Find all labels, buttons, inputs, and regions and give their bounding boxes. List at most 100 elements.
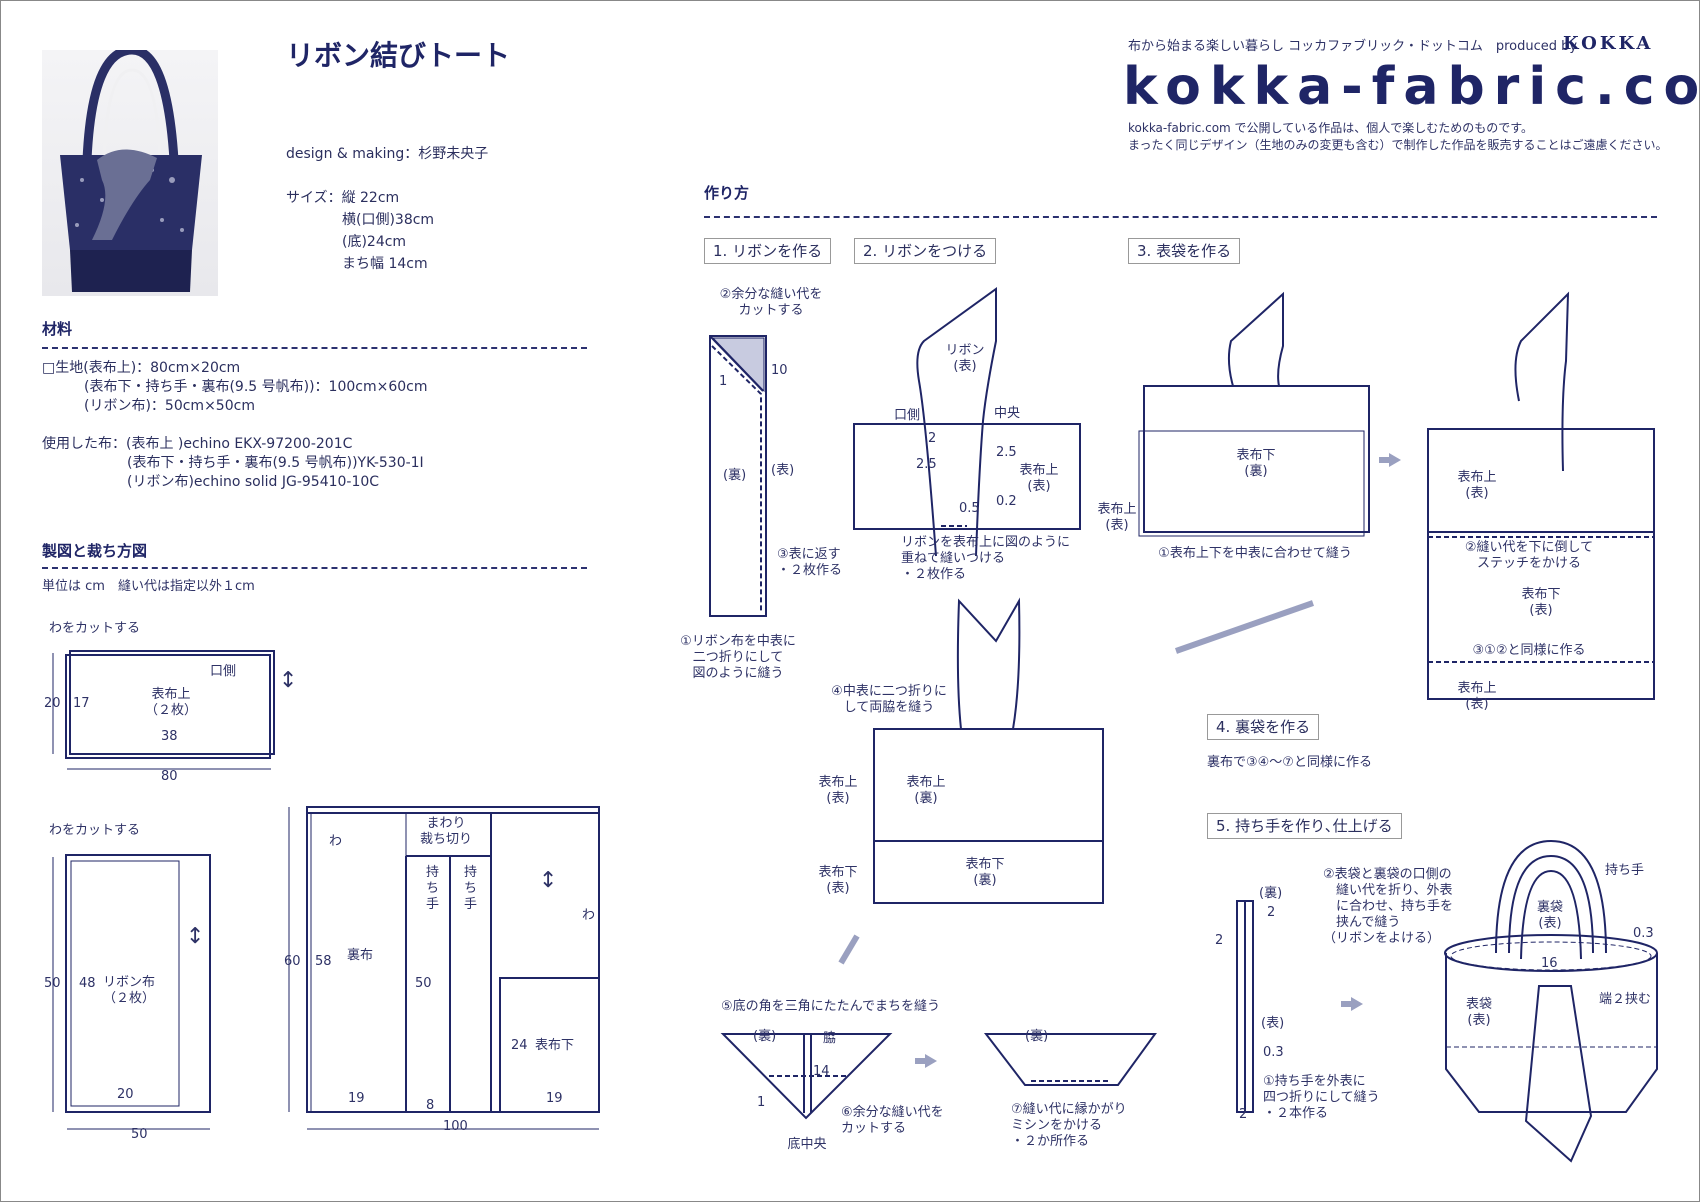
label: (表) — [771, 463, 795, 478]
label: 端２挟む — [1599, 992, 1652, 1007]
fabric-used: (リボン布)echino solid JG-95410-10C — [127, 474, 380, 490]
label: 表布上 (表) — [1457, 681, 1497, 712]
label: 表袋 (表) — [1465, 997, 1493, 1028]
site-logo: kokka-fabric.com — [1123, 57, 1699, 117]
label: 持 ち 手 — [464, 865, 478, 912]
notice: まったく同じデザイン（生地のみの変更も含む）で制作した作品を販売することはご遠慮… — [1128, 138, 1668, 152]
label: リボンを表布上に図のように 重ねて縫いつける ・２枚作る — [901, 535, 1071, 582]
label: 表布上 (表) — [1097, 502, 1137, 533]
bag-photo — [42, 45, 218, 296]
materials-heading: 材料 — [42, 320, 73, 338]
label: 表布上 （２枚） — [144, 687, 198, 718]
dimension: 8 — [426, 1098, 435, 1113]
size-width: 横(口側)38cm — [342, 212, 435, 228]
label: わ — [582, 908, 596, 923]
step-3-label: 3. 表袋を作る — [1128, 238, 1241, 264]
unit-note: 単位は cm 縫い代は指定以外１cm — [42, 579, 255, 594]
divider — [704, 216, 1657, 218]
notice: kokka-fabric.com で公開している作品は、個人で楽しむためのもので… — [1128, 121, 1533, 135]
dimension: 24 — [511, 1038, 528, 1053]
dimension: 20 — [117, 1087, 134, 1102]
label: (裏) — [1025, 1029, 1049, 1044]
label: 表布下 — [535, 1038, 575, 1053]
label: 表布下 (表) — [818, 865, 858, 896]
dimension: 1 — [757, 1095, 766, 1110]
fabric-used: 使用した布：(表布上 )echino EKX-97200-201C — [42, 436, 353, 452]
dimension: 14 — [813, 1064, 830, 1079]
label: ②表袋と裏袋の口側の 縫い代を折り、外表 に合わせ、持ち手を 挟んで縫う （リボ… — [1323, 867, 1454, 946]
label: 裏袋 (表) — [1536, 900, 1564, 931]
designer: design & making：杉野未央子 — [286, 146, 489, 162]
divider — [42, 347, 587, 349]
dimension: 10 — [771, 363, 788, 378]
dimension: 48 — [79, 976, 96, 991]
dimension: 19 — [546, 1091, 563, 1106]
fabric-used: (表布下・持ち手・裏布(9.5 号帆布))YK-530-1I — [127, 455, 424, 471]
page-title: リボン結びトート — [286, 39, 511, 72]
label: ⑥余分な縫い代を カットする — [841, 1105, 944, 1136]
grain-arrow-icon: ↕ — [539, 868, 558, 893]
tagline: 布から始まる楽しい暮らし コッカファブリック・ドットコム produced by — [1128, 39, 1578, 54]
label: 持 ち 手 — [426, 865, 440, 912]
label: ③①②と同様に作る — [1472, 643, 1586, 658]
label: リボン布 （２枚） — [102, 975, 156, 1006]
label: 表布下 (裏) — [1236, 448, 1276, 479]
label: ⑤底の角を三角にたたんでまちを縫う — [721, 999, 941, 1014]
dimension: 50 — [415, 976, 432, 991]
label: 脇 — [823, 1031, 837, 1046]
label: 底中央 — [787, 1137, 827, 1152]
grain-arrow-icon: ↕ — [279, 668, 298, 693]
howto-heading: 作り方 — [704, 184, 750, 202]
label: (表) — [1261, 1016, 1285, 1031]
dimension: 17 — [73, 696, 90, 711]
dimension: 20 — [44, 696, 61, 711]
dimension: 2 — [928, 431, 937, 446]
label: (裏) — [1259, 886, 1283, 901]
step-1-label: 1. リボンを作る — [704, 238, 832, 264]
dimension: 0.3 — [1633, 926, 1654, 941]
step-2-label: 2. リボンをつける — [854, 238, 997, 264]
step-4-note: 裏布で③④～⑦と同様に作る — [1207, 755, 1372, 770]
dimension: 0.3 — [1263, 1045, 1284, 1060]
dimension: 2.5 — [916, 457, 937, 472]
dimension: 1 — [719, 374, 728, 389]
label: わをカットする — [49, 621, 141, 636]
divider — [42, 567, 587, 569]
label: 表布上 (裏) — [906, 775, 946, 806]
label: ③表に返す ・２枚作る — [777, 547, 843, 578]
dimension: 80 — [161, 769, 178, 784]
label: わ — [329, 834, 343, 849]
material-line: □生地(表布上)：80cm×20cm — [42, 360, 241, 376]
kokka-brand: KOKKA — [1563, 33, 1654, 54]
pattern-heading: 製図と裁ち方図 — [42, 542, 148, 560]
dimension: 2 — [1267, 905, 1276, 920]
label: 口側 — [210, 664, 237, 679]
dimension: 2 — [1215, 933, 1224, 948]
label: 表布下 (表) — [1521, 587, 1561, 618]
label: 表布上 (表) — [1019, 463, 1059, 494]
label: 表布上 (表) — [1457, 470, 1497, 501]
label: 表布下 (裏) — [965, 857, 1005, 888]
label: 中央 — [994, 406, 1021, 421]
material-line: (表布下・持ち手・裏布(9.5 号帆布))：100cm×60cm — [84, 379, 428, 395]
label: (裏) — [753, 1029, 777, 1044]
size-bottom: (底)24cm — [342, 234, 407, 250]
dimension: 38 — [161, 729, 178, 744]
label: (裏) — [723, 468, 747, 483]
dimension: 0.2 — [996, 494, 1017, 509]
dimension: 50 — [44, 976, 61, 991]
label: ②余分な縫い代を カットする — [719, 287, 823, 318]
label: ②縫い代を下に倒して ステッチをかける — [1464, 540, 1594, 571]
label: ⑦縫い代に縁かがり ミシンをかける ・２か所作る — [1011, 1102, 1127, 1149]
label: ①リボン布を中表に 二つ折りにして 図のように縫う — [680, 634, 796, 681]
label: 表布上 (表) — [818, 775, 858, 806]
dimension: 50 — [131, 1127, 148, 1142]
label: ①持ち手を外表に 四つ折りにして縫う ・２本作る — [1263, 1074, 1380, 1121]
grain-arrow-icon: ↕ — [186, 924, 205, 949]
dimension: 19 — [348, 1091, 365, 1106]
label: 裏布 — [347, 948, 374, 963]
label: ④中表に二つ折りに して両脇を縫う — [831, 684, 947, 715]
label: まわり 裁ち切り — [419, 816, 473, 847]
